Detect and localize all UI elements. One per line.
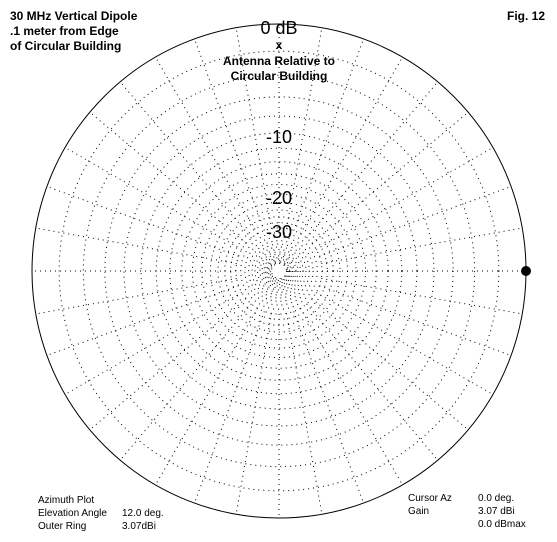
grid-spoke — [300, 56, 403, 235]
ring-label: -10 — [266, 127, 292, 147]
info-value: 12.0 deg. — [122, 508, 164, 519]
cursor-info-value: 0.0 deg. — [478, 493, 515, 504]
grid-ring — [244, 236, 314, 306]
grid-ring — [169, 161, 389, 381]
grid-spoke — [35, 227, 237, 265]
grid-ring — [82, 74, 476, 468]
annotation-line-1: Antenna Relative to — [223, 54, 335, 68]
grid-ring — [123, 115, 435, 427]
grid-spoke — [155, 56, 258, 235]
info-value: 3.07dBi — [122, 521, 156, 532]
grid-spoke — [119, 303, 252, 461]
cursor-info-row: Gain 3.07 dBi — [408, 505, 526, 518]
cursor-info-label: Gain — [408, 506, 430, 517]
grid-spoke — [46, 186, 239, 257]
info-row: Elevation Angle 12.0 deg. — [38, 507, 164, 520]
grid-spoke — [64, 147, 243, 250]
grid-spoke — [321, 227, 523, 265]
grid-ring — [269, 261, 289, 281]
plot-info-panel: Azimuth Plot Elevation Angle 12.0 deg. O… — [38, 494, 164, 533]
grid-spoke — [306, 81, 439, 239]
grid-ring — [251, 243, 307, 299]
grid-ring — [248, 240, 310, 302]
info-row: Outer Ring 3.07dBi — [38, 520, 164, 533]
polar-grid — [32, 24, 526, 518]
cursor-info-row: 0.0 dBmax — [408, 518, 526, 531]
title-line-3: of Circular Building — [10, 39, 122, 53]
grid-spoke — [319, 186, 512, 257]
grid-spoke — [306, 303, 439, 461]
marker-x: x — [276, 38, 283, 52]
grid-ring — [201, 193, 357, 349]
cursor-info-label: Cursor Az — [408, 493, 452, 504]
grid-ring — [155, 147, 403, 395]
grid-ring — [257, 249, 301, 293]
grid-ring — [240, 232, 318, 310]
ring-label: -30 — [266, 222, 292, 242]
ring-label: -20 — [266, 188, 292, 208]
grid-ring — [58, 50, 500, 492]
figure-label: Fig. 12 — [506, 9, 545, 23]
grid-ring — [259, 251, 299, 291]
grid-spoke — [46, 285, 239, 356]
title-line-2: .1 meter from Edge — [10, 24, 119, 38]
grid-spoke — [119, 81, 252, 239]
grid-spoke — [300, 307, 403, 486]
grid-spoke — [155, 307, 258, 486]
grid-ring — [181, 173, 377, 369]
info-label: Azimuth Plot — [38, 495, 95, 506]
grid-spoke — [319, 285, 512, 356]
grid-spoke — [311, 111, 469, 244]
ring-label: 0 dB — [260, 18, 297, 38]
info-label: Elevation Angle — [38, 508, 107, 519]
grid-ring — [263, 255, 295, 287]
pattern-series — [521, 266, 531, 276]
cursor-info-value: 0.0 dBmax — [478, 519, 526, 530]
info-row: Azimuth Plot — [38, 494, 164, 507]
grid-spoke — [315, 292, 494, 395]
grid-ring — [266, 258, 292, 284]
title-line-1: 30 MHz Vertical Dipole — [10, 9, 138, 23]
ring-labels: 0 dB -10 -20 -30 — [260, 18, 297, 242]
grid-spoke — [315, 147, 494, 250]
grid-spoke — [293, 311, 364, 504]
cursor-info-row: Cursor Az 0.0 deg. — [408, 492, 526, 505]
grid-ring — [104, 96, 454, 446]
outer-ring — [31, 23, 527, 519]
grid-ring — [217, 209, 341, 333]
grid-ring — [261, 253, 297, 289]
grid-spoke — [235, 313, 273, 515]
grid-spoke — [89, 111, 247, 244]
pattern-point — [521, 266, 531, 276]
cursor-info-panel: Cursor Az 0.0 deg. Gain 3.07 dBi 0.0 dBm… — [408, 492, 526, 531]
grid-ring — [224, 216, 334, 326]
grid-spoke — [311, 298, 469, 431]
plot-title: 30 MHz Vertical Dipole .1 meter from Edg… — [10, 9, 137, 54]
grid-ring — [265, 257, 293, 285]
cursor-info-label — [408, 518, 478, 531]
grid-ring — [191, 183, 367, 359]
grid-ring — [270, 262, 288, 280]
grid-ring — [140, 132, 418, 410]
grid-ring — [267, 259, 291, 283]
cursor-info-value: 3.07 dBi — [478, 506, 515, 517]
grid-spoke — [64, 292, 243, 395]
grid-ring — [271, 263, 287, 279]
info-label: Outer Ring — [38, 521, 87, 532]
grid-ring — [254, 246, 304, 296]
annotation-line-2: Circular Building — [231, 69, 328, 83]
